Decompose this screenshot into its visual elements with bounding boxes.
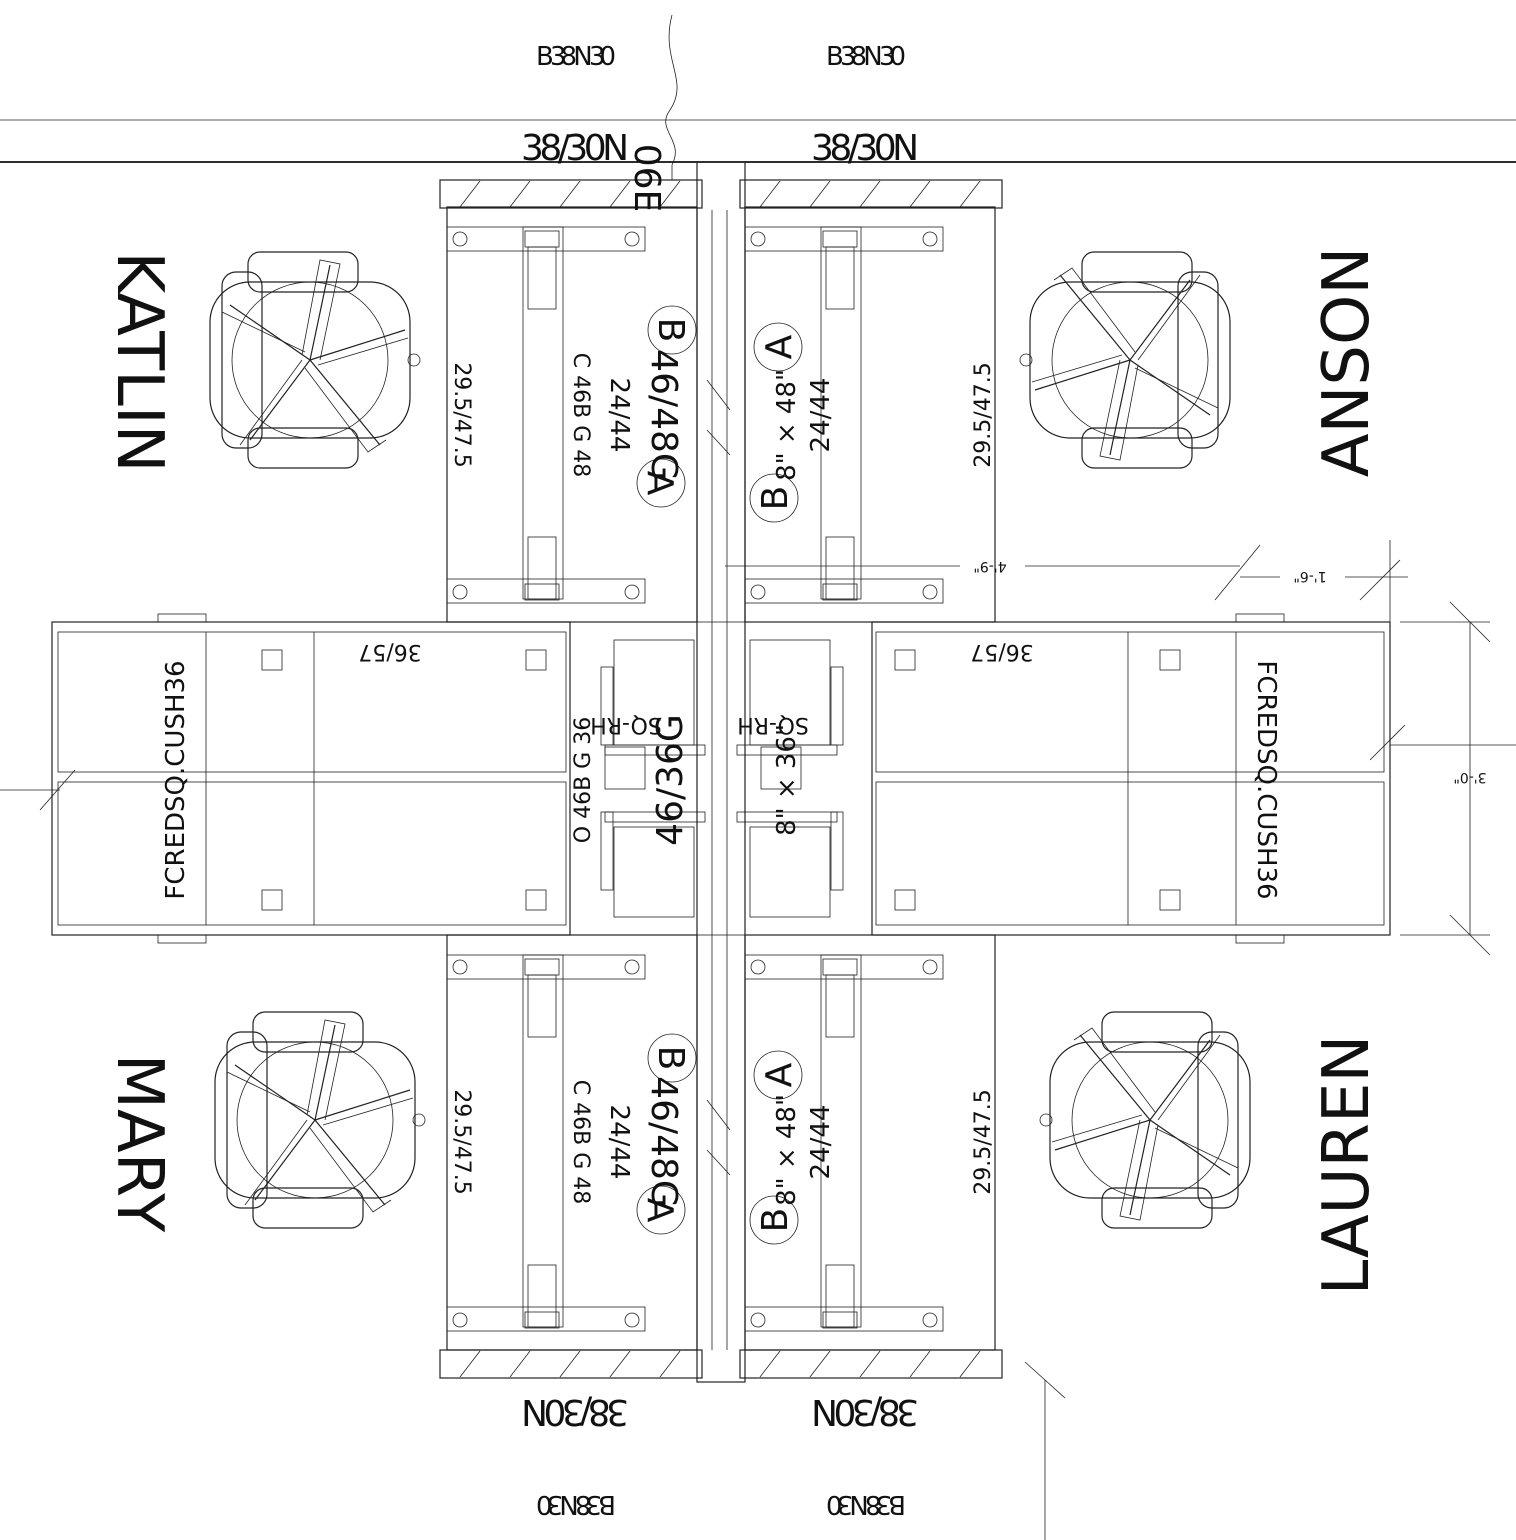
building-lines xyxy=(0,14,1516,1540)
panel-code-bottom-left: B 38 N 30 xyxy=(536,1489,616,1519)
center-panel-size: 46/36G xyxy=(650,714,691,846)
storage-right-label: FCREDSQ.CUSH36 xyxy=(1251,660,1281,899)
tag-a: A xyxy=(639,471,680,496)
storage-left xyxy=(51,613,571,944)
desk-code: C 46B G 48 xyxy=(568,353,593,477)
occupant-lauren: LAUREN xyxy=(1310,1035,1384,1296)
chair-anson xyxy=(1019,251,1231,469)
panel-label-top-right: 38/30N xyxy=(811,128,919,169)
panel-wall-top xyxy=(439,179,1003,209)
center-spine xyxy=(696,161,746,1383)
center-pedestals xyxy=(569,621,873,936)
pedestal-right-label: SQ-RH xyxy=(737,712,809,737)
desk-size: 24/44 xyxy=(604,1105,634,1180)
panel-label-bottom-right: 38/30N xyxy=(811,1391,919,1432)
chair-lauren xyxy=(1039,1011,1251,1229)
panel-label-top-left: 38/30N xyxy=(521,128,629,169)
desk-height: 29.5/47.5 xyxy=(971,362,996,467)
tag-b: B xyxy=(755,1208,796,1233)
panel-size: 46/48G xyxy=(643,349,684,481)
occupant-katlin: KATLIN xyxy=(102,251,176,472)
storage-right xyxy=(871,613,1391,944)
tag-a: A xyxy=(759,1062,800,1087)
storage-left-size: 36/57 xyxy=(358,639,421,664)
tag-b: B xyxy=(650,1046,691,1071)
storage-left-label: FCREDSQ.CUSH36 xyxy=(161,660,191,899)
desk-size: 24/44 xyxy=(806,378,836,453)
panel-label-bottom-left: 38/30N xyxy=(521,1391,629,1432)
dimension-4-9: 4'-9" xyxy=(973,558,1006,574)
desk-height: 29.5/47.5 xyxy=(971,1089,996,1194)
storage-right-size: 36/57 xyxy=(970,639,1033,664)
occupant-mary: MARY xyxy=(102,1054,176,1233)
tag-b: B xyxy=(650,318,691,343)
tag-b: B xyxy=(755,486,796,511)
desk-size: 24/44 xyxy=(604,378,634,453)
panel-wall-bottom xyxy=(439,1349,1003,1379)
tag-a: A xyxy=(639,1198,680,1223)
desk-code: C 46B G 48 xyxy=(568,1080,593,1204)
desk-size: 24/44 xyxy=(806,1105,836,1180)
chair-mary xyxy=(214,1011,426,1229)
pedestal-left-label: SQ-RH xyxy=(590,712,662,737)
dimension-1-6: 1'-6" xyxy=(1293,568,1326,584)
center-code: O 46B G 36 xyxy=(571,717,596,843)
panel-code-bottom-right: B 38 N 30 xyxy=(826,1489,906,1519)
screen-size: 8" × 48" xyxy=(772,369,802,481)
dimension-3-0: 3'-0" xyxy=(1453,769,1486,785)
desk-height: 29.5/47.5 xyxy=(449,1089,474,1194)
end-tag: 06E xyxy=(626,144,667,213)
center-screen-size: 8" × 36" xyxy=(772,724,802,836)
panel-size: 46/48G xyxy=(643,1076,684,1208)
chair-katlin xyxy=(209,251,421,469)
dimension-lines xyxy=(0,540,1516,956)
panel-code-top-right: B 38 N 30 xyxy=(826,42,906,72)
screen-size: 8" × 48" xyxy=(772,1094,802,1206)
occupant-anson: ANSON xyxy=(1310,247,1384,478)
desk-height: 29.5/47.5 xyxy=(449,362,474,467)
tag-circles xyxy=(636,305,803,1245)
panel-code-top-left: B 38 N 30 xyxy=(536,42,616,72)
tag-a: A xyxy=(759,334,800,359)
